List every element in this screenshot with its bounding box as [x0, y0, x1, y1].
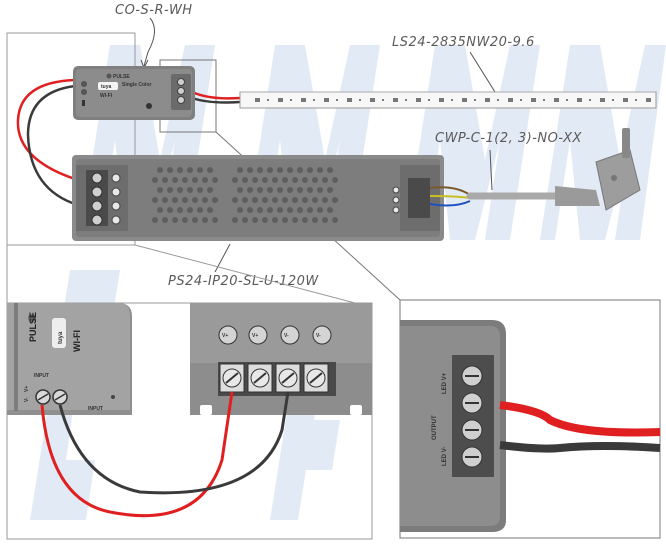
- controller-small: PULSE tuya WI-FI Single Color: [73, 66, 195, 120]
- wire-output-black: [191, 96, 241, 104]
- svg-text:tuya: tuya: [101, 84, 112, 90]
- wire-red-top: [16, 78, 79, 182]
- controller-leader-line: [143, 17, 155, 67]
- cable-leader-line: [489, 149, 493, 191]
- psu-vent-holes: [152, 167, 338, 223]
- svg-text:V-: V-: [24, 397, 30, 402]
- led-plus-label: LED V+: [442, 372, 448, 394]
- mains-wire-brown: [429, 186, 471, 196]
- led-strip: [239, 91, 657, 109]
- controller-brand-text: PULSE: [28, 312, 38, 342]
- svg-text:Single Color: Single Color: [122, 82, 152, 88]
- controller-input-title: INPUT: [34, 373, 49, 379]
- wire-black-bottom: [58, 391, 290, 495]
- psu-terminal-labels: V+ V+ V- V-: [218, 325, 332, 345]
- mains-wire-blue: [429, 200, 471, 207]
- output-wire-black-zoom: [499, 441, 661, 453]
- strip-leader-line: [469, 51, 496, 93]
- strip-model-label: LS24-2835NW20-9.6: [392, 35, 535, 50]
- svg-text:V+: V+: [222, 333, 228, 339]
- svg-text:WI-FI: WI-FI: [100, 93, 113, 99]
- svg-text:V+: V+: [24, 386, 30, 392]
- svg-text:V-: V-: [316, 333, 321, 339]
- controller-zoomed: PULSE tuya WI-FI INPUT V+ V- INPUT: [7, 303, 132, 415]
- psu-leader-line: [214, 243, 231, 273]
- svg-text:V+: V+: [252, 333, 258, 339]
- output-wire-red-zoom: [499, 401, 661, 437]
- psu-screw-terminals: [219, 363, 329, 393]
- psu-model-label: PS24-IP20-SL-U-120W: [168, 274, 319, 289]
- output-zoomed: OUTPUT LED V+ LED V-: [400, 320, 506, 532]
- controller-zoom-frame: [6, 302, 373, 540]
- svg-text:PULSE: PULSE: [113, 74, 130, 80]
- cable-model-label: CWP-C-1(2, 3)-NO-XX: [435, 131, 583, 146]
- led-minus-label: LED V-: [442, 447, 448, 466]
- controller-model-label: CO-S-R-WH: [115, 3, 193, 18]
- controller-wifi-text: WI-FI: [72, 330, 82, 352]
- wire-black-top: [26, 84, 79, 207]
- overview-frame: [6, 32, 136, 246]
- wire-output-red: [191, 90, 241, 100]
- svg-text:INPUT: INPUT: [88, 406, 103, 412]
- svg-text:V-: V-: [284, 333, 289, 339]
- psu-terminal-block-small: [86, 170, 121, 226]
- mains-plug-cable: [466, 128, 641, 211]
- svg-text:tuya: tuya: [58, 331, 64, 344]
- output-label: OUTPUT: [432, 415, 438, 440]
- power-supply-unit: [72, 155, 444, 241]
- zoom-connector-right: [134, 244, 356, 304]
- psu-zoomed: V+ V+ V- V-: [190, 303, 372, 415]
